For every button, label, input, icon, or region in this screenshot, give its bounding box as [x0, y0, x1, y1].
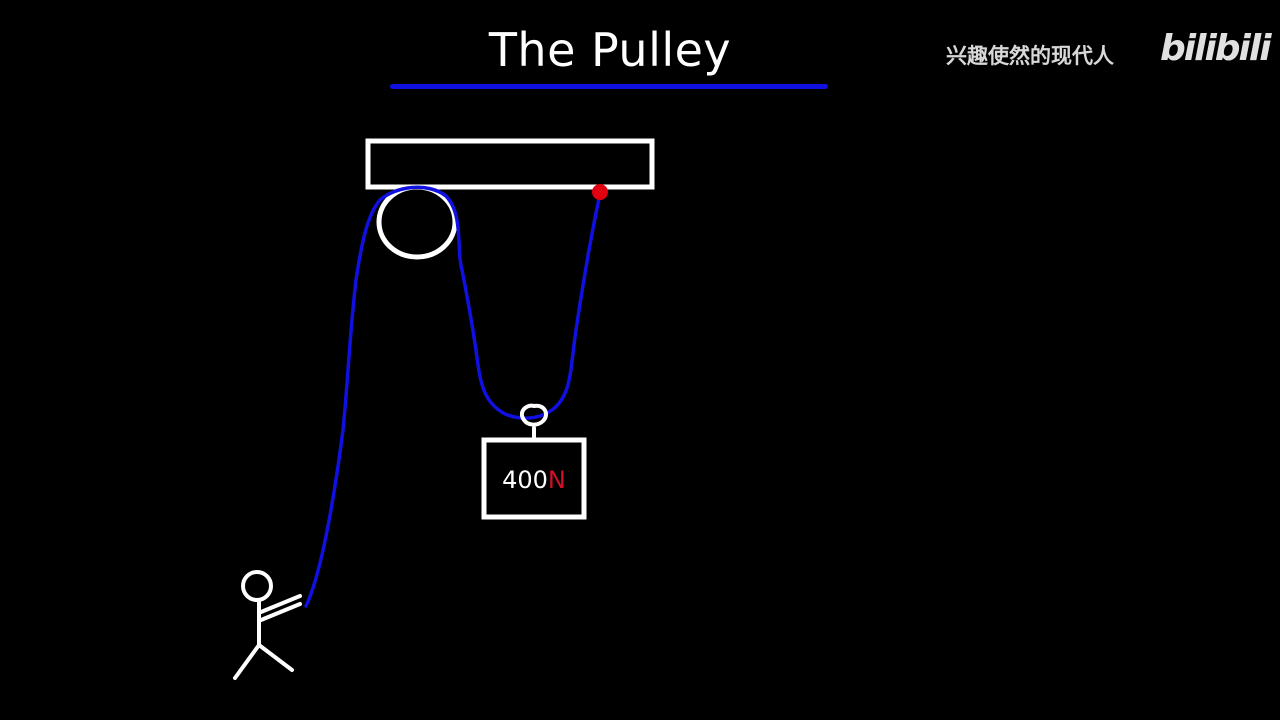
- stick-figure-head: [241, 570, 273, 602]
- title-underline: [390, 84, 828, 89]
- bilibili-logo: bilibili: [1160, 28, 1272, 69]
- ceiling-beam: [365, 138, 655, 190]
- watermark-channel-name: 兴趣使然的现代人: [946, 44, 1114, 68]
- page-title: The Pulley: [488, 23, 732, 77]
- stick-figure-arm-lower: [259, 602, 302, 622]
- weight-value: 400: [502, 466, 548, 494]
- stick-figure: [233, 570, 302, 680]
- rope: [304, 185, 602, 608]
- stick-figure-leg-left: [233, 643, 261, 680]
- stick-figure-leg-right: [257, 643, 294, 672]
- watermark: 兴趣使然的现代人 bilibili: [946, 28, 1272, 78]
- weight-label: 400N: [484, 464, 584, 496]
- rope-anchor-point: [592, 184, 608, 200]
- stick-figure-arm-upper: [259, 594, 302, 614]
- fixed-pulley-wheel: [376, 184, 458, 260]
- weight-unit: N: [547, 466, 566, 494]
- weight-box: [481, 437, 587, 520]
- weight-hook: [519, 403, 548, 442]
